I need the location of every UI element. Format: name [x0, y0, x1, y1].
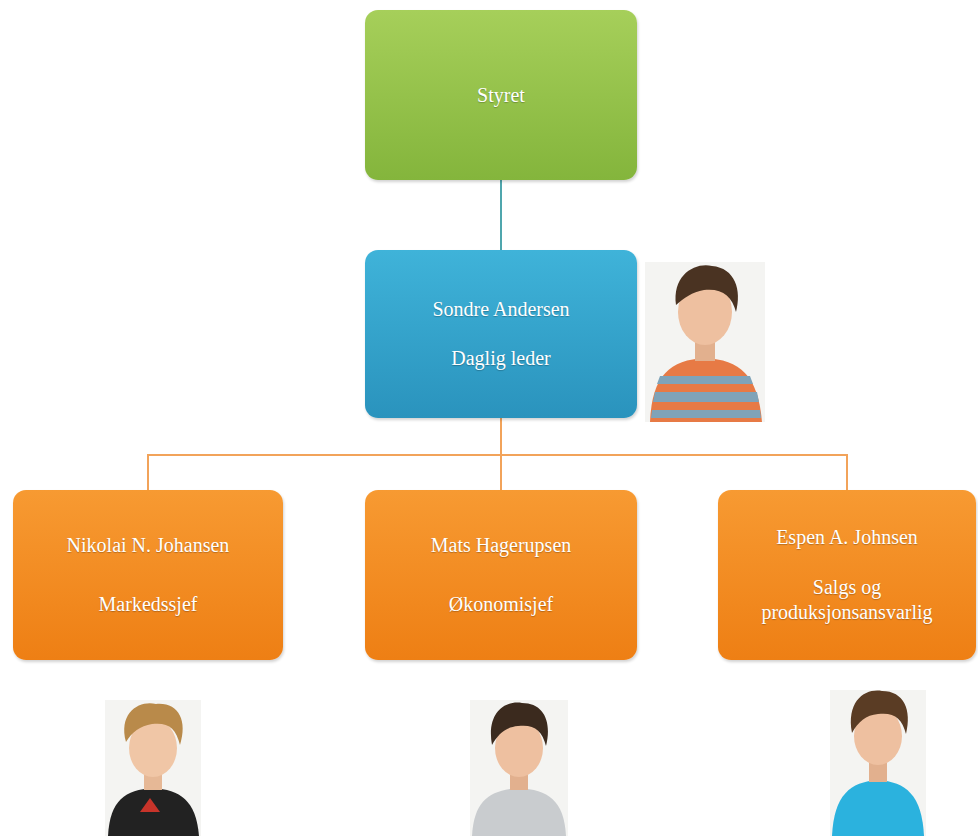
- portrait-photo: [830, 690, 926, 836]
- portrait-photo: [105, 700, 201, 836]
- node-subtitle: Markedssjef: [99, 592, 198, 617]
- org-connector: [500, 180, 502, 250]
- node-title: Nikolai N. Johansen: [67, 533, 230, 558]
- portrait-photo: [470, 700, 568, 836]
- node-title: Sondre Andersen: [432, 297, 569, 322]
- org-connector: [501, 418, 847, 490]
- node-title: Espen A. Johnsen: [776, 525, 918, 550]
- node-title: Styret: [477, 83, 525, 108]
- org-connector: [148, 418, 501, 490]
- node-subtitle: Økonomisjef: [449, 592, 553, 617]
- role-box: Nikolai N. JohansenMarkedssjef: [13, 490, 283, 660]
- manager-box: Sondre AndersenDaglig leder: [365, 250, 637, 418]
- board-box: Styret: [365, 10, 637, 180]
- node-subtitle: Daglig leder: [451, 346, 550, 371]
- portrait-photo: [645, 262, 765, 422]
- role-box: Espen A. JohnsenSalgs og produksjonsansv…: [718, 490, 976, 660]
- node-title: Mats Hagerupsen: [431, 533, 572, 558]
- role-box: Mats HagerupsenØkonomisjef: [365, 490, 637, 660]
- node-subtitle: Salgs og produksjonsansvarlig: [726, 575, 968, 625]
